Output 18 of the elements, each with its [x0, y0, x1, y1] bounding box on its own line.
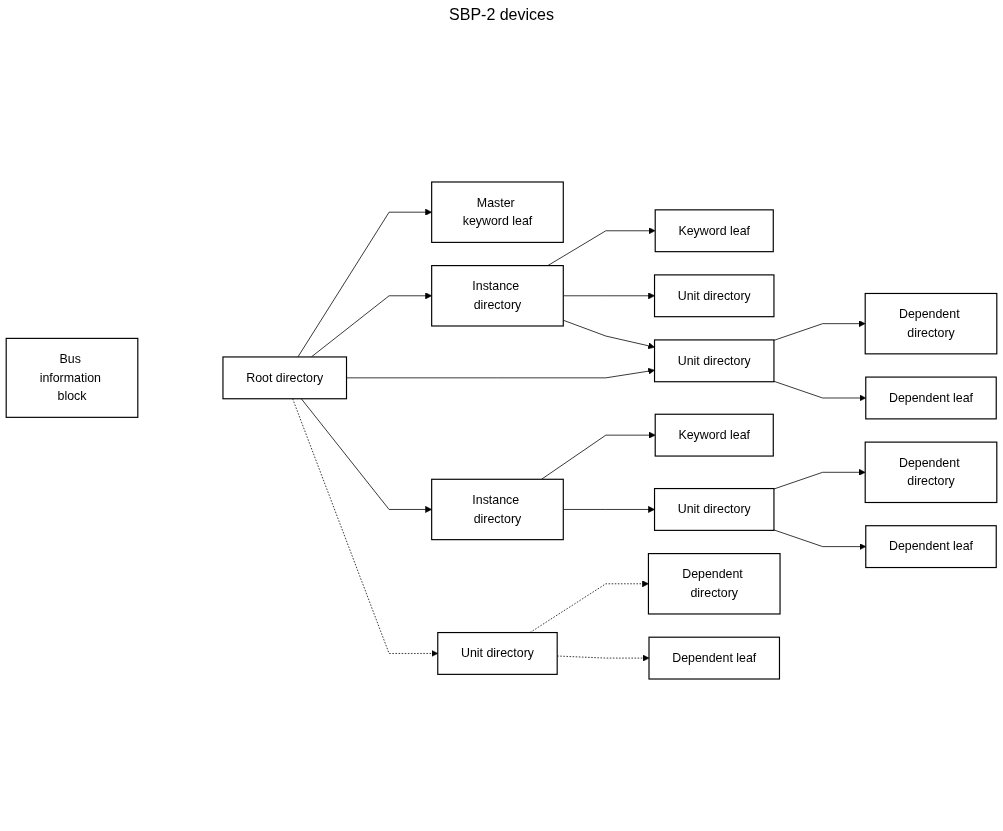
node-box: Instance directory — [431, 265, 564, 327]
node-box: Keyword leaf — [654, 209, 774, 253]
node-box: Unit directory — [653, 339, 775, 383]
note-text: SBP-2 devices — [449, 6, 554, 23]
node-box: Dependent directory — [864, 441, 998, 504]
node-box: Unit directory — [653, 488, 775, 531]
node-box: Dependent directory — [864, 292, 998, 355]
node-box: Dependent leaf — [865, 525, 997, 569]
node-box: Unit directory — [437, 631, 558, 675]
node-box: Master keyword leaf — [431, 181, 564, 243]
node-box: Instance directory — [431, 478, 564, 541]
node-box: Unit directory — [653, 274, 775, 318]
node-box: Dependent directory — [647, 553, 781, 615]
node-box: Dependent leaf — [865, 376, 997, 420]
node-box: Bus information block — [5, 337, 139, 418]
node-box: Root directory — [222, 356, 348, 400]
node-box: Keyword leaf — [654, 413, 774, 457]
node-box: Dependent leaf — [648, 636, 781, 680]
